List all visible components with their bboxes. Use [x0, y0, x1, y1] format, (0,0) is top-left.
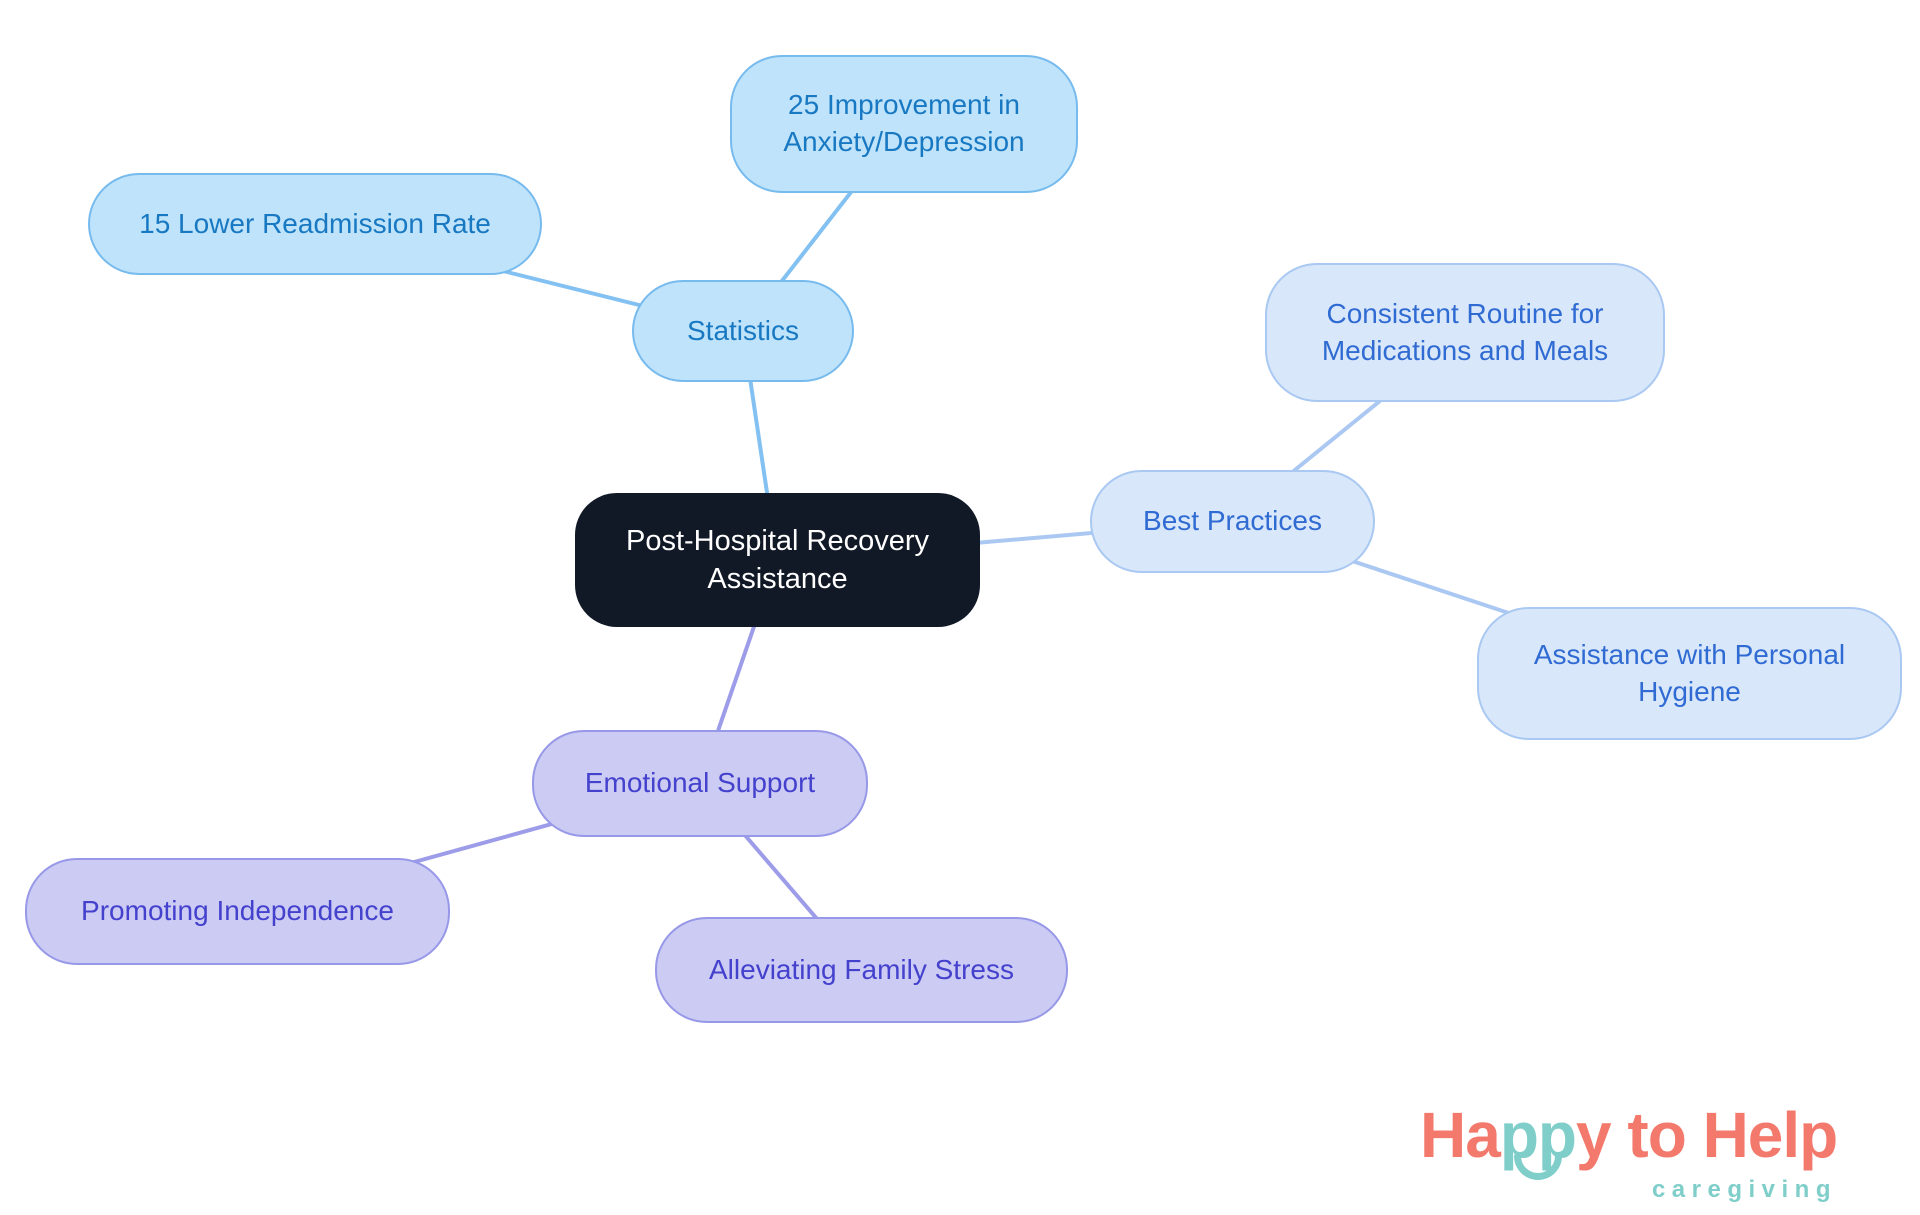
node-emotional-support[interactable]: Emotional Support [532, 730, 868, 837]
node-emotional-support-label: Emotional Support [584, 767, 816, 799]
node-alleviating-family-stress-label: Alleviating Family Stress [709, 953, 1014, 985]
node-alleviating-family-stress[interactable]: Alleviating Family Stress [655, 917, 1068, 1023]
node-lower-readmission-rate[interactable]: 15 Lower Readmission Rate [88, 173, 542, 275]
node-consistent-routine[interactable]: Consistent Routine for Medications and M… [1265, 263, 1665, 402]
node-consistent-routine-label: Consistent Routine for Medications and M… [1321, 297, 1609, 366]
node-statistics[interactable]: Statistics [632, 280, 854, 382]
logo-text-y-to-help: y to Help [1576, 1099, 1838, 1171]
node-statistics-label: Statistics [686, 314, 800, 346]
smile-icon [1513, 1155, 1562, 1180]
node-root[interactable]: Post-Hospital Recovery Assistance [575, 493, 980, 627]
node-lower-readmission-rate-label: 15 Lower Readmission Rate [139, 207, 491, 239]
node-improvement-anxiety-depression[interactable]: 25 Improvement in Anxiety/Depression [730, 55, 1078, 193]
logo-tagline: caregiving [1651, 1176, 1837, 1203]
node-promoting-independence[interactable]: Promoting Independence [25, 858, 450, 965]
node-personal-hygiene[interactable]: Assistance with Personal Hygiene [1477, 607, 1902, 740]
node-promoting-independence-label: Promoting Independence [81, 895, 394, 927]
logo-text-ha: Ha [1420, 1099, 1501, 1171]
node-root-label: Post-Hospital Recovery Assistance [626, 524, 929, 595]
node-improvement-anxiety-depression-label: 25 Improvement in Anxiety/Depression [783, 89, 1025, 157]
node-best-practices-label: Best Practices [1143, 505, 1322, 537]
node-personal-hygiene-label: Assistance with Personal Hygiene [1533, 638, 1846, 707]
node-best-practices[interactable]: Best Practices [1090, 470, 1375, 573]
logo-pp-wrap: pp [1500, 1098, 1577, 1180]
